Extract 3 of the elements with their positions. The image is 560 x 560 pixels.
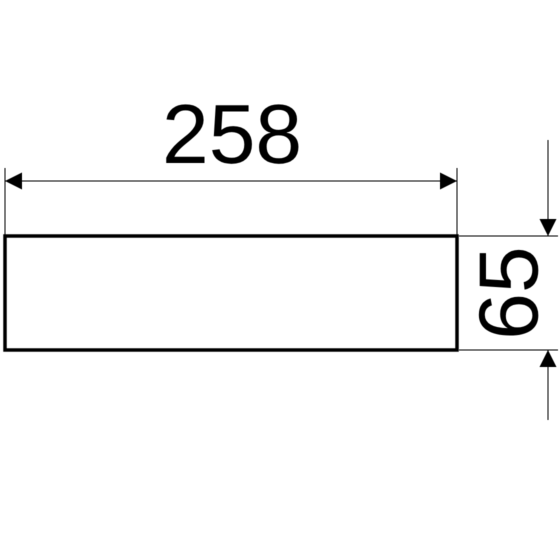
rectangle-outline [3, 234, 459, 352]
dimension-label: 65 [466, 246, 550, 340]
dimension-label: 258 [162, 92, 302, 176]
